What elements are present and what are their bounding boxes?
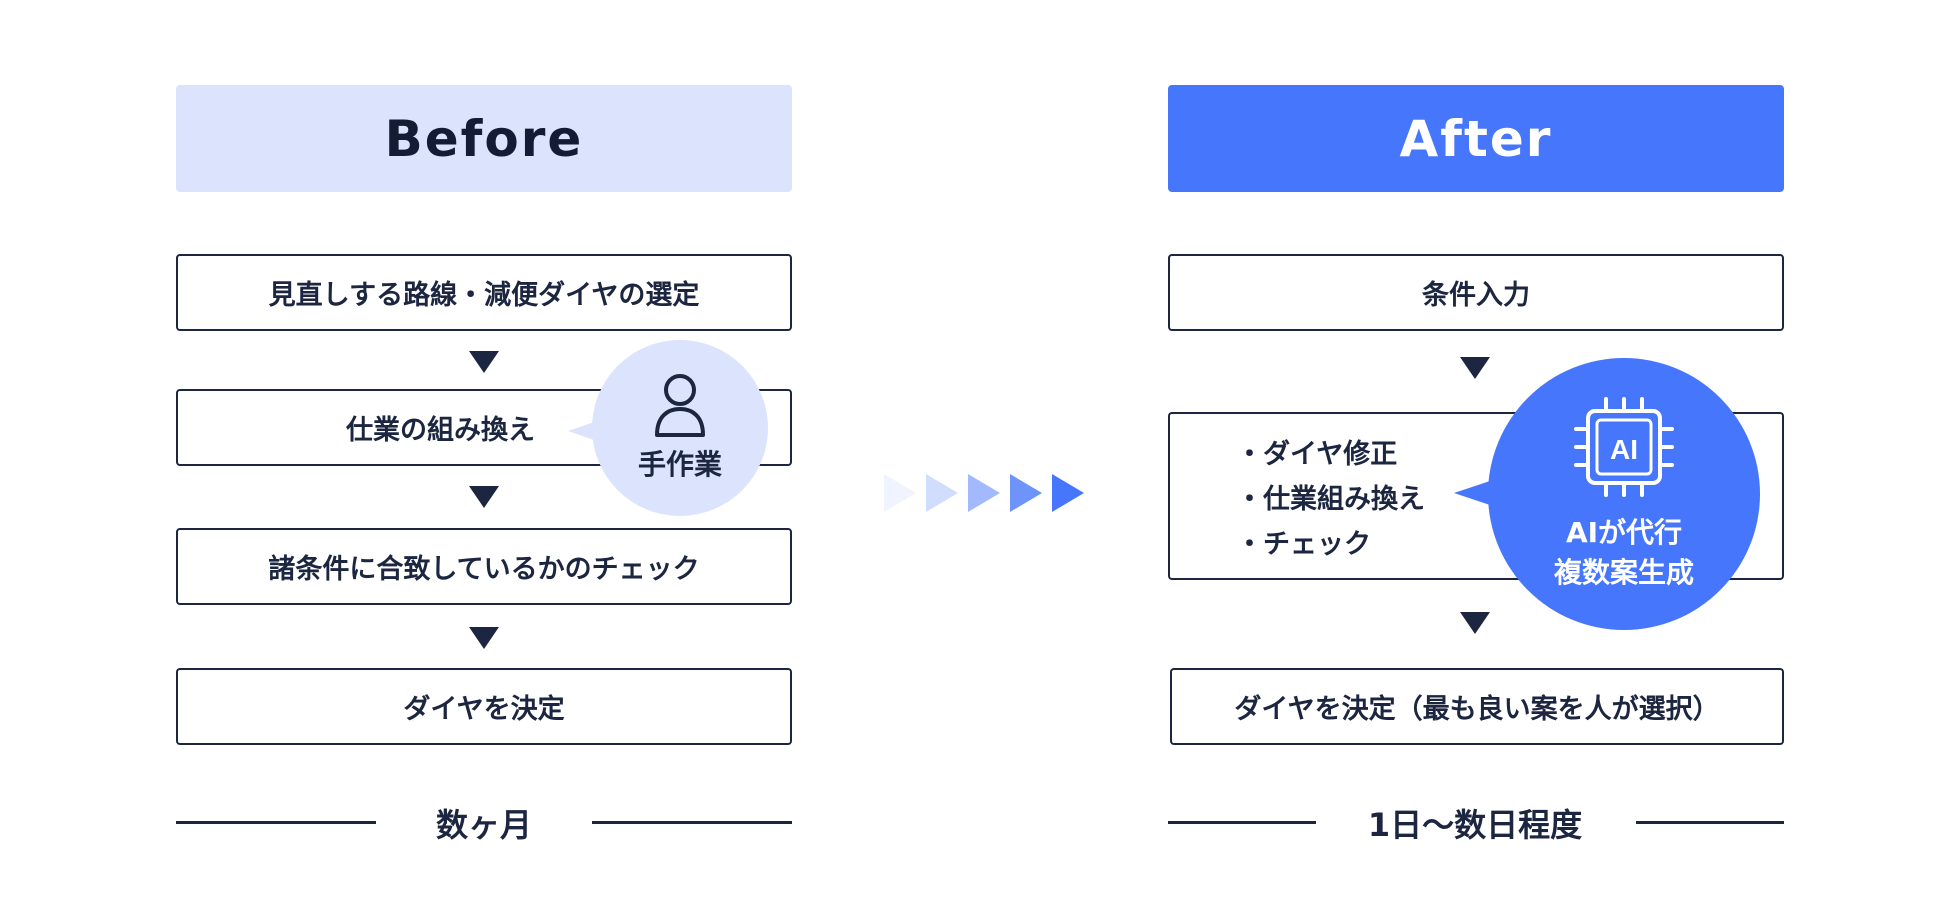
down-triangle-icon: [469, 351, 499, 373]
after-footer-line-right: [1636, 821, 1784, 824]
ai-bubble-line-1: AIが代行: [1565, 516, 1683, 549]
bubble-tail: [568, 422, 594, 440]
ai-task-list: ・ダイヤ修正 ・仕業組み換え ・チェック: [1236, 432, 1425, 567]
bubble-tail: [1454, 481, 1490, 505]
before-duration: 数ヶ月: [435, 806, 532, 844]
arrow-chevron-icon: [1010, 474, 1042, 512]
after-step-decide: ダイヤを決定（最も良い案を人が選択）: [1170, 668, 1784, 745]
arrow-chevron-icon: [1052, 474, 1084, 512]
down-triangle-icon: [469, 627, 499, 649]
before-step-decide: ダイヤを決定: [176, 668, 792, 745]
after-step-input-conditions: 条件入力: [1168, 254, 1784, 331]
arrow-chevron-icon: [968, 474, 1000, 512]
ai-bubble-line-2: 複数案生成: [1553, 556, 1694, 589]
ai-task-item: ・ダイヤ修正: [1236, 439, 1398, 470]
before-step-select-routes: 見直しする路線・減便ダイヤの選定: [176, 254, 792, 331]
ai-chip-icon: AI: [1574, 397, 1674, 497]
down-triangle-icon: [1460, 357, 1490, 379]
ai-chip-label: AI: [1610, 434, 1638, 465]
ai-bubble: AI AIが代行 複数案生成: [1454, 358, 1760, 630]
person-icon: [655, 374, 705, 437]
after-duration: 1日〜数日程度: [1367, 806, 1583, 844]
after-header: After: [1168, 85, 1784, 192]
before-footer-line-left: [176, 821, 376, 824]
before-footer-line-right: [592, 821, 792, 824]
ai-task-item: ・仕業組み換え: [1236, 484, 1425, 515]
down-triangle-icon: [1460, 612, 1490, 634]
manual-work-label: 手作業: [637, 448, 722, 481]
after-footer-line-left: [1168, 821, 1316, 824]
manual-work-bubble: 手作業: [568, 340, 768, 516]
arrow-chevron-icon: [926, 474, 958, 512]
ai-task-item: ・チェック: [1236, 529, 1371, 560]
before-step-check: 諸条件に合致しているかのチェック: [176, 528, 792, 605]
down-triangle-icon: [469, 486, 499, 508]
before-header: Before: [176, 85, 792, 192]
arrow-chevron-icon: [884, 474, 916, 512]
